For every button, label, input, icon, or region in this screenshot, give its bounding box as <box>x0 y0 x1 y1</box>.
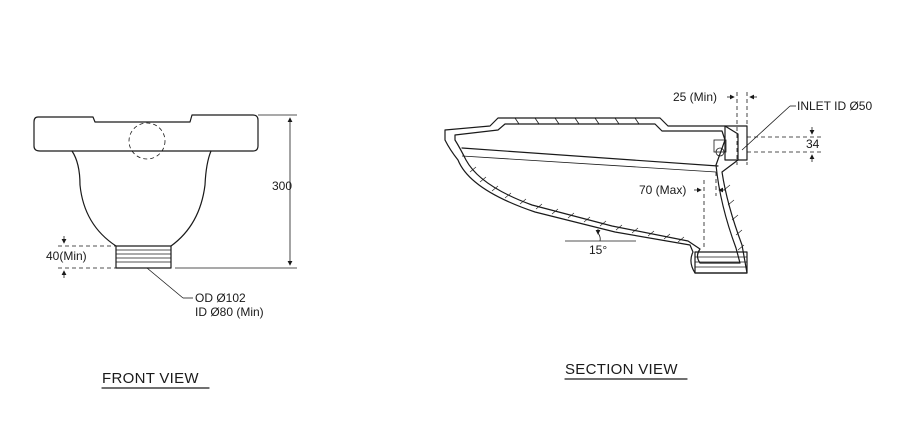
outlet-leader: OD Ø102 ID Ø80 (Min) <box>146 267 264 319</box>
inlet-label: INLET ID Ø50 <box>797 99 872 113</box>
outlet-id-label: ID Ø80 (Min) <box>195 305 264 319</box>
section-view-title: SECTION VIEW <box>565 361 678 378</box>
section-hatching <box>469 166 745 251</box>
dim-inlet-height: 34 <box>747 127 822 162</box>
angle-label: 15° <box>589 243 607 257</box>
section-view: 25 (Min) INLET ID Ø50 34 70 (Max) <box>444 90 872 380</box>
hidden-inlet-circle <box>128 122 166 160</box>
dim-outlet-depth-label: 40(Min) <box>46 249 87 263</box>
dim-rim-offset: 70 (Max) <box>639 172 726 250</box>
dim-outlet-depth: 40(Min) <box>46 236 116 278</box>
front-view-title: FRONT VIEW <box>102 370 199 387</box>
angle-indicator: 15° <box>565 229 636 257</box>
rim-ridges <box>514 117 640 125</box>
front-view: 300 40(Min) OD Ø102 ID Ø80 (Min) FRONT V… <box>33 114 297 389</box>
dim-inlet-gap: 25 (Min) <box>673 90 757 165</box>
dim-inlet-height-label: 34 <box>806 137 820 151</box>
outlet-spigot <box>115 245 172 269</box>
inlet-leader: INLET ID Ø50 <box>741 99 872 151</box>
section-outlet-spigot <box>694 251 748 274</box>
outlet-od-label: OD Ø102 <box>195 291 246 305</box>
dim-rim-offset-label: 70 (Max) <box>639 183 686 197</box>
section-outer-profile <box>444 117 748 274</box>
front-top-slab <box>33 114 259 152</box>
dim-inlet-gap-label: 25 (Min) <box>673 90 717 104</box>
dim-height-300: 300 <box>175 114 297 269</box>
interior-slope-lower <box>461 155 717 173</box>
front-bowl-body <box>71 150 212 247</box>
dim-height-label: 300 <box>272 179 292 193</box>
interior-slope <box>461 147 719 167</box>
